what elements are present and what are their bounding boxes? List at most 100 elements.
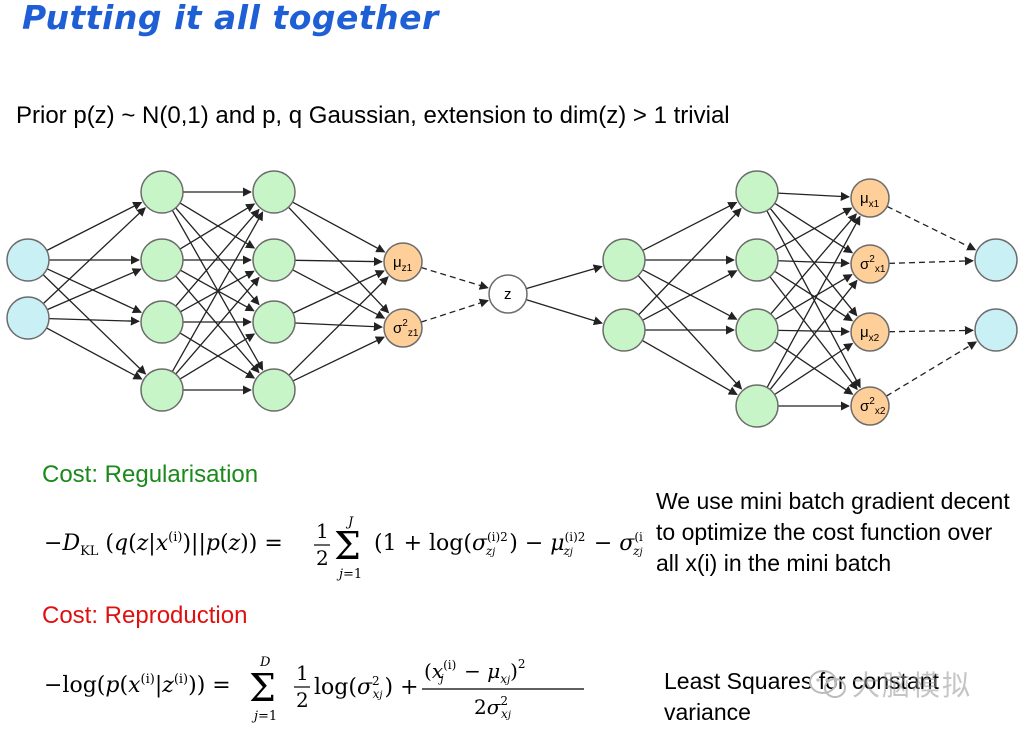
network-edge — [42, 207, 146, 305]
vae-network-diagram: μz1 σ2z1 z μx1 σ2x1 μx2 σ2x2 — [6, 170, 1018, 428]
encoder-hidden-node — [252, 300, 296, 344]
watermark-logo — [809, 670, 846, 698]
minibatch-note: We use mini batch gradient decent to opt… — [656, 486, 1016, 579]
encoder-param-node — [383, 242, 423, 282]
input-node — [6, 296, 50, 340]
network-edge — [292, 270, 385, 314]
network-edge — [175, 276, 260, 375]
network-edge — [294, 322, 383, 332]
kl-divergence-formula: −DKL (q(z|x(i))||p(z)) = 1 2 J Σ j=1 (1 … — [44, 510, 665, 591]
node-label-dec-3: σ2x2 — [860, 396, 886, 417]
encoder-hidden-node — [252, 170, 296, 214]
node-label-enc-1: σ2z1 — [393, 318, 419, 339]
output-node — [974, 238, 1018, 282]
network-edge — [525, 299, 603, 326]
network-edge — [642, 201, 738, 252]
node-label-enc-0: μz1 — [393, 254, 413, 274]
encoder-hidden-node — [252, 368, 296, 412]
network-edge — [292, 201, 386, 253]
decoder-hidden-node — [735, 238, 779, 282]
network-edge — [769, 276, 858, 391]
network-edge — [774, 202, 854, 254]
decoder-hidden-node — [735, 170, 779, 214]
decoder-hidden-node — [602, 308, 646, 352]
network-edge — [769, 279, 858, 390]
network-edge — [766, 215, 861, 388]
network-edge — [288, 276, 389, 376]
svg-text:j=1: j=1 — [251, 709, 277, 724]
network-edge — [294, 256, 383, 267]
encoder-hidden-node — [140, 300, 184, 344]
network-edge — [774, 342, 854, 396]
network-edge — [287, 206, 390, 314]
svg-text:D: D — [259, 655, 271, 670]
network-edge — [777, 258, 850, 268]
svg-text:1: 1 — [316, 519, 329, 543]
decoder-param-node — [850, 386, 890, 426]
network-edge — [637, 275, 743, 390]
network-edge — [42, 274, 147, 375]
network-edge — [774, 274, 853, 320]
decoder-hidden-node — [735, 384, 779, 428]
network-edge — [774, 270, 854, 322]
svg-text:2: 2 — [296, 688, 309, 712]
decoder-param-node — [850, 244, 890, 284]
node-label-dec-0: μx1 — [860, 190, 880, 210]
network-edge — [175, 275, 260, 374]
cost-reproduction-label: Cost: Reproduction — [42, 602, 248, 629]
network-edge — [420, 266, 489, 290]
slide-title: Putting it all together — [22, 0, 439, 37]
network-edge — [642, 270, 738, 321]
network-edge — [175, 208, 260, 307]
svg-text:Σ: Σ — [249, 666, 276, 710]
network-edge — [175, 207, 260, 306]
network-edge — [770, 213, 857, 315]
minibatch-note-text: We use mini batch gradient decent to opt… — [656, 488, 1010, 576]
network-edge — [180, 269, 255, 312]
slide-subtitle: Prior p(z) ~ N(0,1) and p, q Gaussian, e… — [16, 102, 730, 129]
encoder-hidden-node — [140, 368, 184, 412]
cost-regularisation-label: Cost: Regularisation — [42, 461, 259, 488]
decoder-hidden-node — [602, 238, 646, 282]
network-edge — [642, 269, 738, 320]
network-edge — [179, 203, 256, 250]
encoder-hidden-node — [252, 238, 296, 282]
latent-z-label: z — [504, 286, 512, 303]
svg-text:−log(p(x(i)|z(i))) =: −log(p(x(i)|z(i))) = — [44, 672, 231, 698]
network-edge — [888, 325, 974, 336]
network-edge — [171, 211, 264, 373]
svg-text:Σ: Σ — [334, 524, 361, 568]
network-edge — [885, 341, 978, 397]
least-squares-note: Least Squares for constant variance — [664, 668, 939, 725]
watermark-text: 大脑模拟 — [852, 669, 973, 702]
network-edge — [47, 268, 142, 311]
network-edge — [292, 269, 386, 319]
encoder-hidden-node — [140, 238, 184, 282]
decoder-param-node — [850, 178, 890, 218]
network-edge — [888, 256, 974, 266]
network-edge — [46, 201, 143, 252]
svg-text:1: 1 — [296, 661, 309, 685]
decoder-hidden-node — [735, 308, 779, 352]
svg-text:2: 2 — [316, 546, 329, 570]
network-edge — [777, 326, 850, 337]
network-edge — [886, 205, 977, 251]
network-edge — [526, 264, 603, 290]
node-label-dec-2: μx2 — [860, 324, 880, 344]
encoder-hidden-node — [140, 170, 184, 214]
input-node — [6, 238, 50, 282]
svg-text:j=1: j=1 — [336, 567, 362, 582]
network-edge — [777, 191, 850, 201]
network-edge — [179, 333, 256, 380]
svg-text:−DKL (q(z|x(i))||p(z)) =: −DKL (q(z|x(i))||p(z)) = — [44, 530, 283, 559]
network-edge — [179, 332, 256, 379]
network-edge — [46, 327, 143, 380]
node-label-dec-1: σ2x1 — [860, 254, 886, 275]
network-edge — [641, 339, 738, 396]
latent-z-node — [488, 274, 528, 314]
network-edge — [292, 336, 385, 382]
output-node — [974, 308, 1018, 352]
